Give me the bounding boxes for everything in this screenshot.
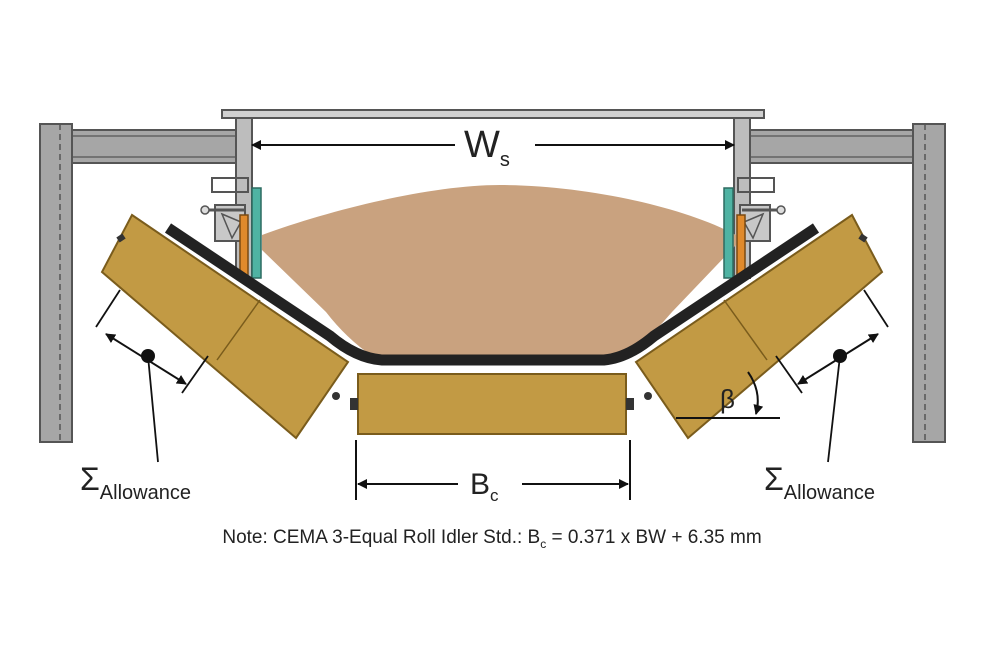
beta-label: β [720,384,735,414]
bc-label: Bc [470,468,499,505]
right-horizontal-beam [741,129,914,164]
ws-label: Ws [464,124,510,171]
left-allowance-dimension [95,289,209,463]
right-skirt-assembly [723,177,786,280]
left-support-column [39,123,73,443]
cema-note: Note: CEMA 3-Equal Roll Idler Std.: Bc =… [0,527,984,551]
left-allowance-label: ΣAllowance [80,461,191,504]
beta-angle [676,371,780,419]
bulk-material-load [262,185,736,356]
right-wing-roll [634,213,884,440]
left-wing-roll [100,213,350,440]
right-allowance-label: ΣAllowance [764,461,875,504]
note-suffix: = 0.371 x BW + 6.35 mm [546,527,762,548]
conveyor-belt [164,223,820,366]
left-horizontal-beam [71,129,243,164]
right-allowance-dimension [775,289,889,463]
center-roll [350,373,634,435]
right-support-column [912,123,946,443]
note-subscript: c [540,536,547,551]
note-prefix: Note: CEMA 3-Equal Roll Idler Std.: B [222,527,541,548]
bc-dimension [355,440,631,500]
